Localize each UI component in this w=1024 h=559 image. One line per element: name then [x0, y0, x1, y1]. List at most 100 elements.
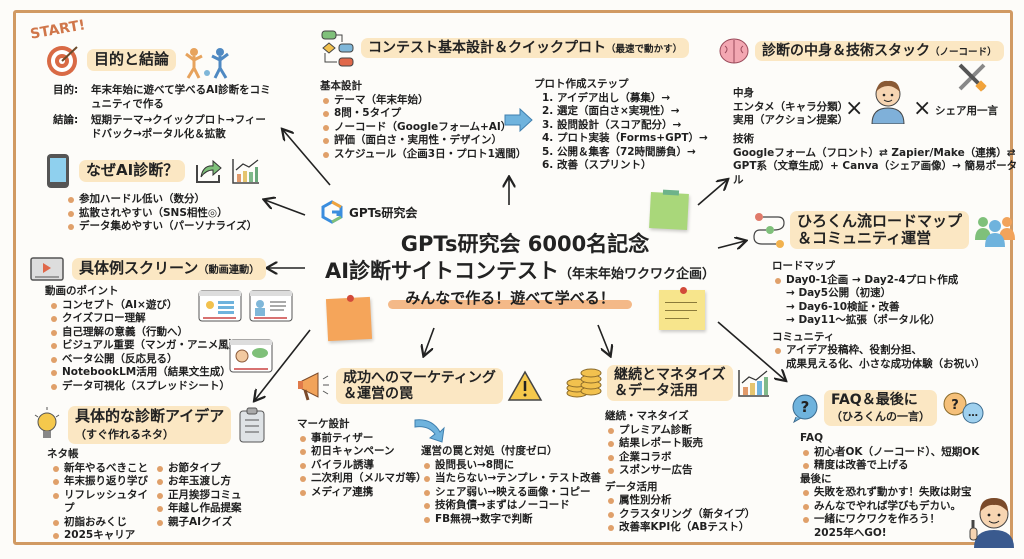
ideas-subheading: ネタ帳 — [47, 448, 79, 460]
roadmap-step: → Day6-10検証・改善 — [786, 300, 900, 313]
list-item: NotebookLM活用（結果文生成） — [48, 366, 266, 380]
design-steps-list: 1. アイデア出し（募集）→ 2. 選定（面白さ×実現性）→ 3. 設問設計（ス… — [534, 92, 708, 173]
list-item: 拡散されやすい（SNS相性◎） — [65, 207, 261, 221]
list-item: プレミアム診断 — [605, 424, 755, 438]
list-item: みんなでやれば学びもデカい。 — [800, 500, 979, 514]
list-item: 自己理解の意義（行動へ） — [48, 326, 266, 340]
tech-stack-title: 技術 — [733, 133, 754, 145]
thumbnail-speaker — [229, 339, 273, 373]
list-item: スケジュール（企画3日・プロト1週間） — [320, 148, 526, 162]
list-item: 8問・5タイプ — [320, 107, 526, 121]
video-thumbnails-illustration — [198, 290, 293, 373]
marketing-section: 成功へのマーケティング ＆運営の罠 — [296, 368, 543, 405]
thumbnail-presenter — [249, 290, 293, 322]
why-list: 参加ハードル低い（数分） 拡散されやすい（SNS相性◎） データ集めやすい（パー… — [65, 193, 261, 234]
ideas-list-col2: お節タイプ お年玉渡し方 正月挨拶コミュ 年越し作品提案 親子AIクイズ — [154, 462, 242, 543]
sticky-note-green — [649, 189, 689, 230]
list-item: 年越し作品提案 — [154, 502, 242, 516]
poster-frame — [13, 10, 1013, 545]
step-item: 3. 設問設計（スコア配分）→ — [542, 118, 682, 131]
list-item: コンセプト（AI×遊び） — [48, 299, 266, 313]
roadmap-step: → Day5公開（初速） — [786, 287, 892, 299]
marketing-traps-title: 運営の罠と対処（忖度ゼロ） — [421, 445, 558, 457]
list-item: 改善率KPI化（ABテスト） — [605, 521, 755, 535]
main-title-line1: GPTs研究会 6000名記念 — [400, 232, 650, 256]
screen-heading: 具体例スクリーン（動画連動） — [72, 258, 267, 280]
step-item: 2. 選定（面白さ×実現性）→ — [542, 105, 680, 117]
list-item: 初日キャンペーン — [297, 445, 427, 459]
tech-content-line: エンタメ（キャラ分類） — [733, 100, 849, 113]
list-item: 精度は改善で上げる — [800, 459, 979, 473]
marketing-traps-list: 設問長い→8問に 当たらない→テンプレ・テスト改善 シェア弱い→映える画像・コピ… — [421, 459, 601, 527]
list-item: シェア弱い→映える画像・コピー — [421, 486, 601, 500]
screen-subheading: 動画のポイント — [45, 285, 119, 297]
step-item: 1. アイデア出し（募集）→ — [542, 91, 671, 104]
list-item: 親子AIクイズ — [154, 516, 242, 530]
last-list: 失敗を恐れず動かす！失敗は財宝 みんなでやれば学びもデカい。 一緒にワクワクを作… — [800, 486, 979, 527]
design-heading: コンテスト基本設計＆クイックプロト（最速で動かす） — [361, 37, 690, 59]
community-list: アイデア投稿枠、役割分担、 — [772, 344, 985, 358]
design-basic-title: 基本設計 — [320, 80, 362, 92]
sticky-note-yellow — [659, 287, 705, 330]
faq-section: ? FAQ＆最後に （ひろくんの一言） ? … — [790, 390, 985, 427]
question-bubble-icon: ? — [792, 394, 818, 424]
step-item: 4. プロト実装（Forms+GPT）→ — [542, 132, 708, 144]
blue-arrow-steps — [504, 107, 533, 133]
faq-list: 初心者OK（ノーコード）、短期OK 精度は改善で上げる — [800, 446, 979, 473]
list-item: ビジュアル重要（マンガ・アニメ風） — [48, 339, 266, 353]
list-item: 技術負債→まずはノーコード — [421, 499, 601, 513]
design-steps-title: プロト作成ステップ — [534, 78, 629, 90]
video-player-icon — [30, 257, 64, 281]
list-item: アイデア投稿枠、役割分担、 — [772, 344, 985, 358]
list-item: 参加ハードル低い（数分） — [65, 193, 261, 207]
arrow-to-faq — [717, 321, 785, 380]
list-item: データ集めやすい（パーソナライズ） — [65, 220, 261, 234]
list-item: お節タイプ — [154, 462, 242, 476]
monetize-section: 継続とマネタイズ ＆データ活用 — [565, 365, 771, 402]
warning-icon — [507, 370, 543, 401]
screen-section: 具体例スクリーン（動画連動） 動画のポイント コンセプト（AI×遊び） クイズフ… — [30, 257, 267, 393]
svg-text:?: ? — [801, 398, 810, 416]
marketing-design-list: 事前ティザー 初日キャンペーン バイラル誘導 二次利用（メルマガ等） メディア連… — [297, 432, 427, 500]
list-item: Day0-1企画 → Day2-4プロト作成 — [772, 274, 985, 288]
list-item: テーマ（年末年始） — [320, 94, 526, 108]
list-item: リフレッシュタイプ — [50, 489, 154, 516]
community-icon — [975, 217, 1016, 247]
roadmap-section: ひろくん流ロードマップ ＆コミュニティ運営 — [752, 210, 1017, 250]
list-item: FB無視→数字で判断 — [421, 513, 601, 527]
route-icon — [753, 213, 785, 248]
main-title-line2: AI診断サイトコンテスト（年末年始ワクワク企画） — [324, 259, 716, 283]
tech-content: 中身 エンタメ（キャラ分類） 実用（アクション提案） — [733, 87, 848, 128]
ideas-section: 具体的な診断アイデア （すぐ作れるネタ） ネタ帳 新年やるべきこと 年末振り返り… — [32, 405, 267, 543]
faq-heading: FAQ＆最後に （ひろくんの一言） — [824, 390, 937, 427]
arrow-to-why — [265, 200, 306, 216]
monetize-list: プレミアム診断 結果レポート販売 企業コラボ スポンサー広告 — [605, 424, 755, 478]
marketing-design-title: マーケ設計 — [297, 418, 350, 430]
team-icon — [185, 48, 229, 79]
hirokun-avatar — [969, 498, 1014, 548]
list-item: 結果レポート販売 — [605, 437, 755, 451]
list-item: ベータ公開（反応見る） — [48, 353, 266, 367]
list-item: クイズフロー理解 — [48, 312, 266, 326]
arrow-to-purpose — [283, 130, 331, 186]
why-section: なぜAI診断？ 参加ハードル低い（数分） 拡散されやすい（SNS相性◎） データ… — [45, 152, 261, 234]
svg-text:…: … — [968, 408, 978, 419]
tools-icon — [958, 63, 987, 92]
tech-stack-line: Googleフォーム（フロント）⇄ Zapier/Make（連携）⇄ — [733, 146, 1016, 159]
list-item: ノーコード（Googleフォーム+AI） — [320, 121, 526, 135]
purpose-row-conclusion: 結論: 短期テーマ→クイックプロト→フィードバック→ポータル化＆拡散 — [53, 114, 266, 140]
marketing-design: マーケ設計 事前ティザー 初日キャンペーン バイラル誘導 二次利用（メルマガ等）… — [297, 418, 427, 499]
list-item: スポンサー広告 — [605, 464, 755, 478]
list-item: メディア連携 — [297, 486, 427, 500]
list-item: 新年やるべきこと — [50, 462, 154, 476]
share-label: シェア用一言 — [935, 105, 998, 117]
list-item: 正月挨拶コミュ — [154, 489, 242, 503]
step-item: 5. 公開＆集客（72時間勝負）→ — [542, 145, 696, 158]
pushpin-icon — [346, 294, 355, 303]
lightbulb-icon — [34, 407, 60, 438]
gpts-logo-icon — [321, 200, 343, 224]
community-line: 成果見える化、小さな成功体験（お祝い） — [786, 357, 986, 370]
list-item: 設問長い→8問に — [421, 459, 601, 473]
arrow-to-monetize — [597, 324, 610, 355]
